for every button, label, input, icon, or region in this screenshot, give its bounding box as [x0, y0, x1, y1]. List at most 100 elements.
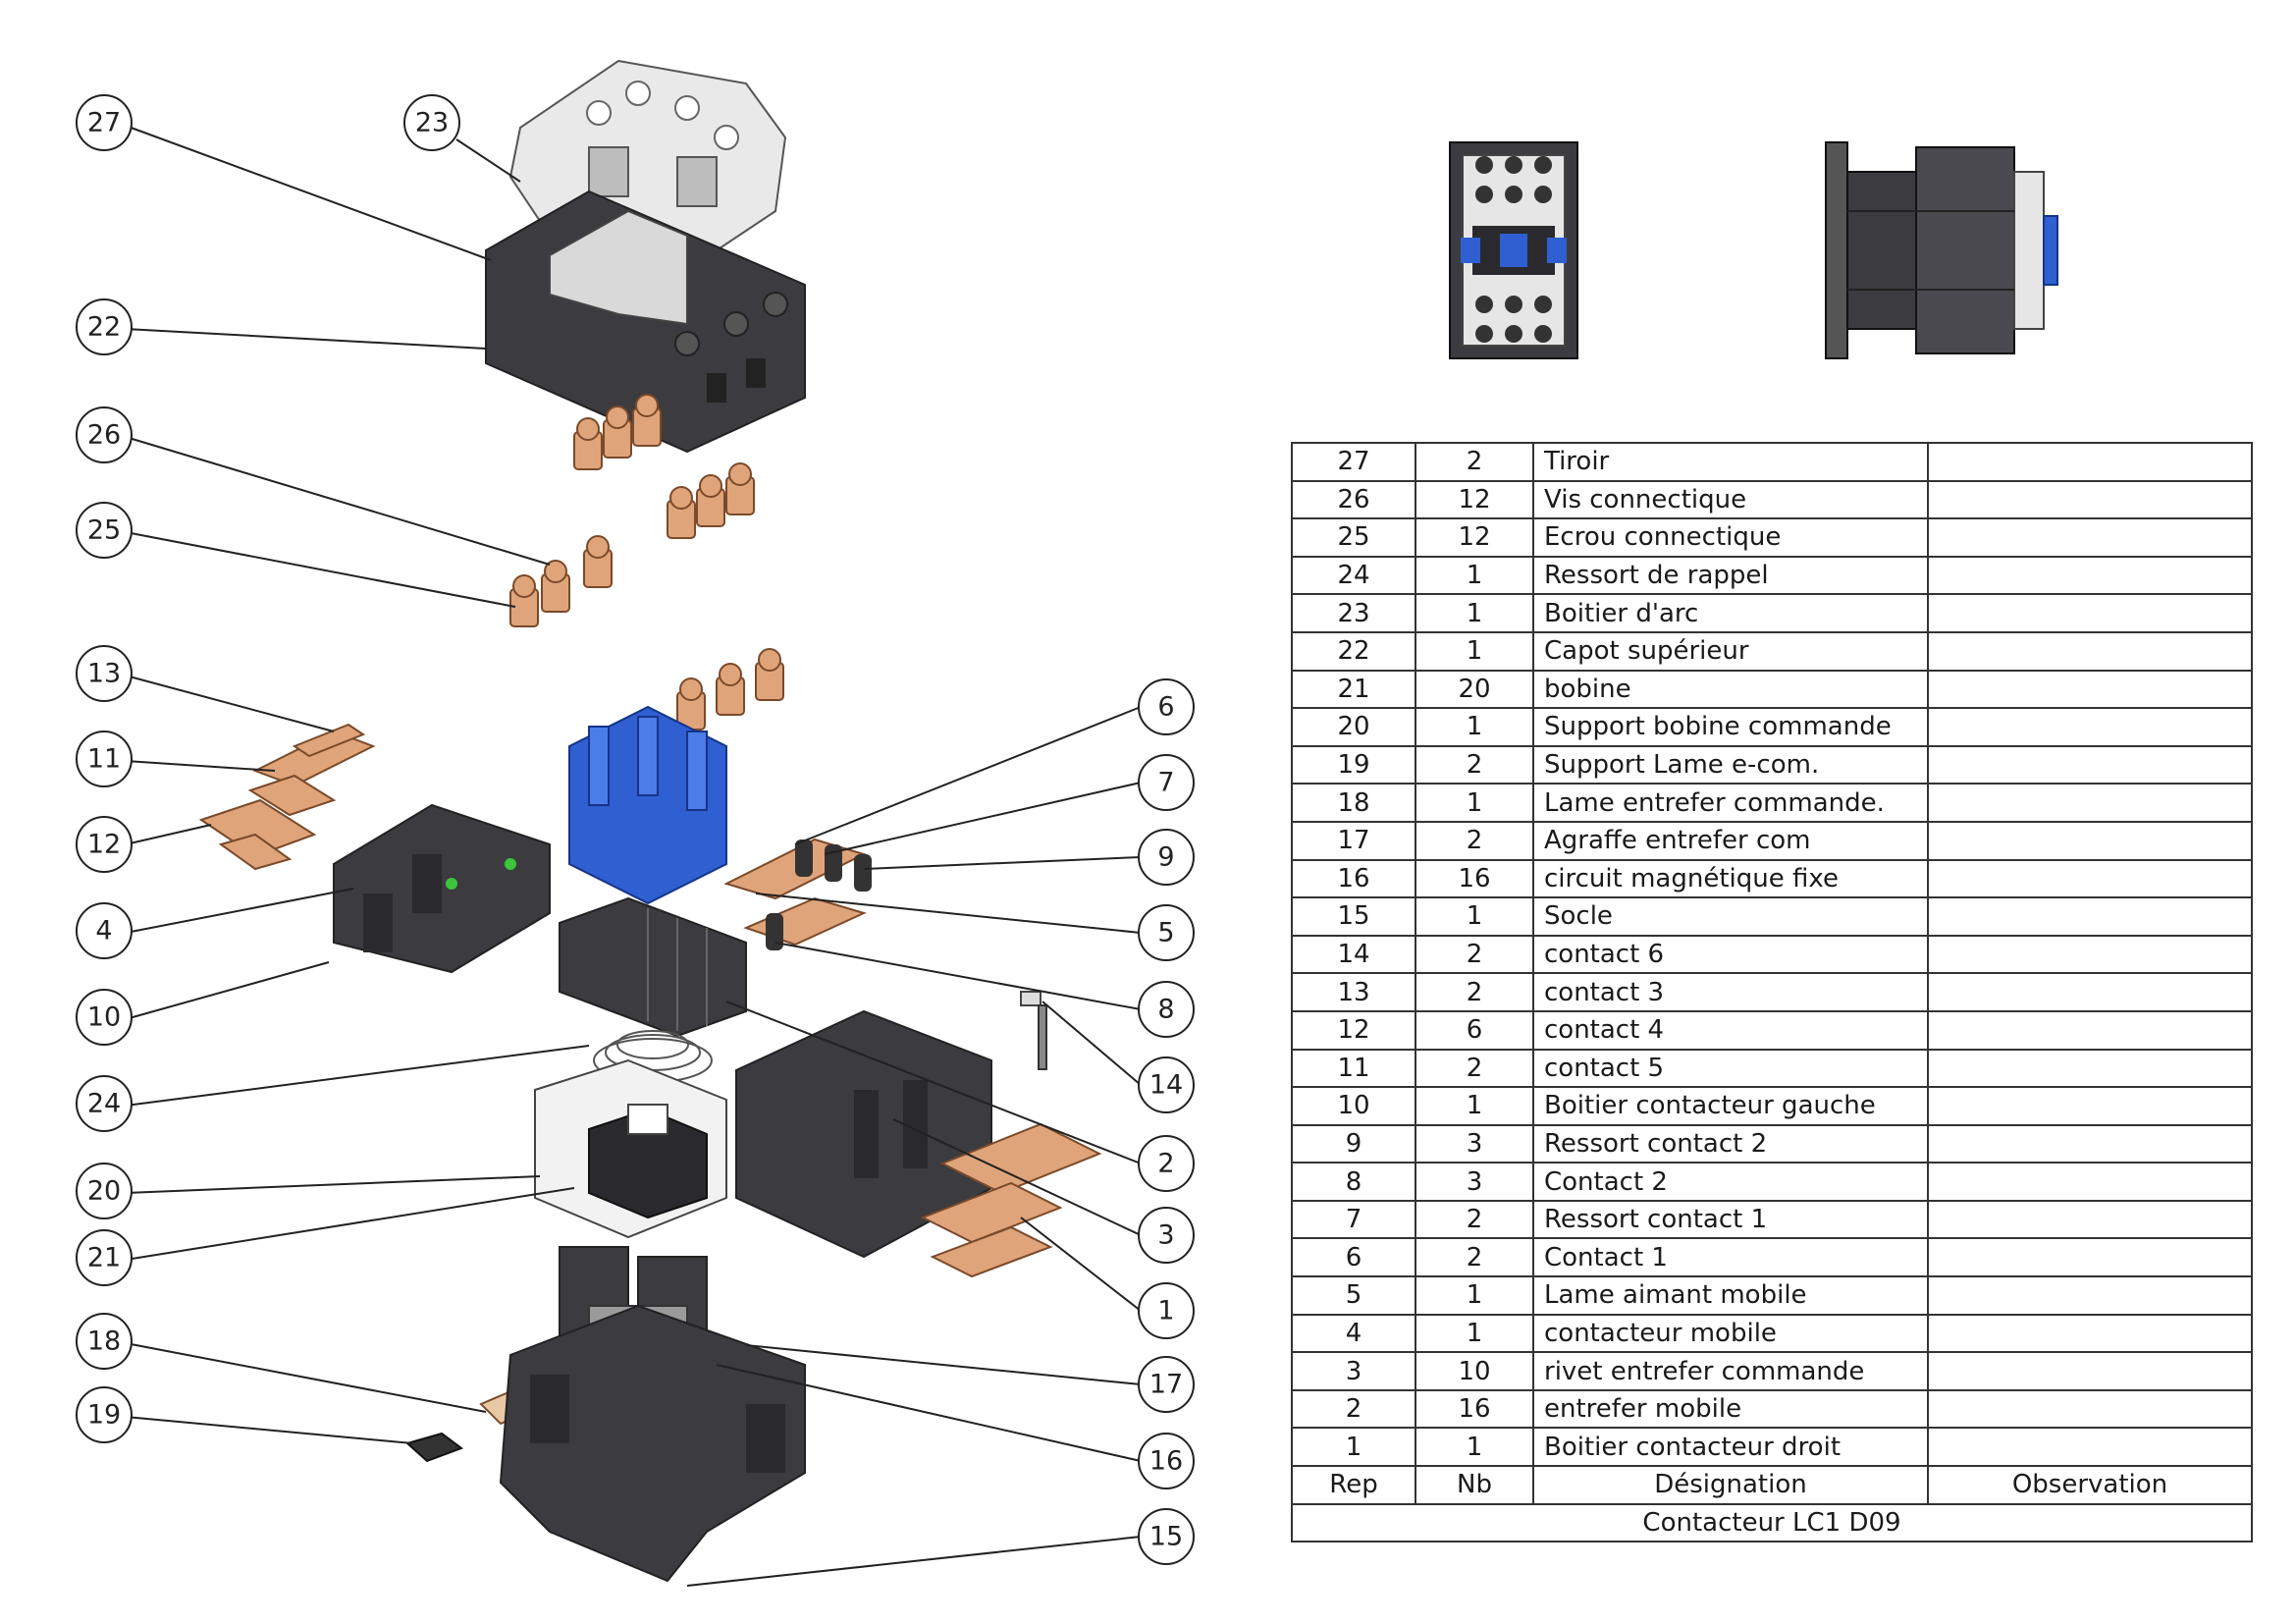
bom-cell-nb: 2: [1415, 1237, 1534, 1278]
balloon: 15: [1138, 1508, 1195, 1565]
bom-cell-designation: entrefer mobile: [1532, 1388, 1929, 1430]
bom-cell-designation: Ecrou connectique: [1532, 517, 1929, 558]
bom-cell-rep: 12: [1291, 1009, 1416, 1051]
bom-cell-rep: 27: [1291, 442, 1416, 482]
svg-text:16: 16: [1149, 1446, 1183, 1477]
bom-cell-nb: 10: [1415, 1351, 1534, 1391]
bom-cell-nb: 1: [1415, 555, 1534, 596]
svg-text:6: 6: [1157, 692, 1174, 723]
bom-cell-observation: [1927, 1123, 2253, 1164]
balloon: 3: [1138, 1207, 1195, 1264]
svg-text:7: 7: [1157, 768, 1174, 798]
bom-cell-designation: Socle: [1532, 896, 1929, 937]
bom-cell-observation: [1927, 555, 2253, 596]
bom-cell-nb: 16: [1415, 858, 1534, 899]
bom-cell-observation: [1927, 820, 2253, 861]
svg-text:22: 22: [87, 312, 121, 343]
bom-cell-designation: contact 6: [1532, 934, 1929, 975]
bom-cell-designation: contact 4: [1532, 1009, 1929, 1051]
bom-cell-designation: Contact 2: [1532, 1162, 1929, 1202]
bom-cell-rep: 26: [1291, 479, 1416, 520]
bom-header-rep: Rep: [1291, 1465, 1416, 1505]
bom-cell-nb: 1: [1415, 1275, 1534, 1316]
svg-text:8: 8: [1157, 995, 1174, 1025]
balloon: 10: [76, 989, 133, 1046]
bom-cell-nb: 1: [1415, 1427, 1534, 1468]
balloon: 5: [1138, 904, 1195, 961]
bom-header-nb: Nb: [1415, 1465, 1534, 1505]
bom-cell-nb: 2: [1415, 744, 1534, 785]
part-mobile-core: [559, 896, 747, 1038]
bom-cell-designation: circuit magnétique fixe: [1532, 858, 1929, 899]
bom-cell-observation: [1927, 669, 2253, 710]
bom-cell-nb: 2: [1415, 442, 1534, 482]
svg-text:18: 18: [87, 1326, 121, 1357]
balloon: 16: [1138, 1433, 1195, 1489]
balloon: 11: [76, 731, 133, 787]
balloon: 13: [76, 645, 133, 702]
bom-cell-observation: [1927, 707, 2253, 747]
bom-cell-observation: [1927, 783, 2253, 823]
side-view: [1825, 141, 2058, 359]
bom-cell-nb: 1: [1415, 1313, 1534, 1354]
bom-cell-nb: 16: [1415, 1388, 1534, 1430]
bom-cell-rep: 20: [1291, 707, 1416, 747]
bom-cell-designation: Capot supérieur: [1532, 630, 1929, 672]
bom-cell-nb: 12: [1415, 479, 1534, 520]
bom-title-row: Contacteur LC1 D09: [1291, 1502, 2253, 1543]
exploded-view-drawing: 27 23 22 26 25 13 11 12 4 10 24 20 21 18…: [76, 59, 1195, 1587]
svg-text:27: 27: [87, 108, 121, 138]
bom-cell-observation: [1927, 593, 2253, 633]
part-contact-springs: [723, 838, 872, 950]
balloon: 12: [76, 816, 133, 873]
bom-cell-observation: [1927, 744, 2253, 785]
bom-cell-rep: 11: [1291, 1048, 1416, 1089]
bom-cell-designation: contact 3: [1532, 972, 1929, 1012]
bom-header-row: Rep Nb Désignation Observation: [1291, 1465, 2253, 1505]
part-contacts-left: [198, 723, 376, 871]
svg-text:5: 5: [1157, 918, 1174, 948]
bom-cell-rep: 7: [1291, 1199, 1416, 1240]
bom-cell-observation: [1927, 1313, 2253, 1354]
bom-header-observation: Observation: [1927, 1465, 2253, 1505]
bom-cell-observation: [1927, 972, 2253, 1012]
bom-cell-nb: 2: [1415, 934, 1534, 975]
balloon: 6: [1138, 678, 1195, 735]
svg-text:19: 19: [87, 1400, 121, 1431]
bom-cell-rep: 18: [1291, 783, 1416, 823]
bom-cell-designation: Boitier contacteur gauche: [1532, 1086, 1929, 1126]
bom-cell-nb: 3: [1415, 1123, 1534, 1164]
bom-cell-observation: [1927, 517, 2253, 558]
bom-cell-designation: contacteur mobile: [1532, 1313, 1929, 1354]
svg-text:24: 24: [87, 1089, 121, 1119]
bom-cell-nb: 1: [1415, 1086, 1534, 1126]
svg-text:23: 23: [415, 108, 449, 138]
balloon: 27: [76, 94, 133, 151]
bom-cell-observation: [1927, 934, 2253, 975]
bom-cell-rep: 22: [1291, 630, 1416, 672]
bom-cell-observation: [1927, 1351, 2253, 1391]
bom-cell-designation: Lame aimant mobile: [1532, 1275, 1929, 1316]
bom-cell-designation: Contact 1: [1532, 1237, 1929, 1278]
bom-cell-designation: rivet entrefer commande: [1532, 1351, 1929, 1391]
bom-cell-nb: 12: [1415, 517, 1534, 558]
bom-cell-rep: 5: [1291, 1275, 1416, 1316]
svg-text:10: 10: [87, 1002, 121, 1033]
svg-text:9: 9: [1157, 842, 1174, 873]
bom-cell-observation: [1927, 479, 2253, 520]
balloon: 24: [76, 1075, 133, 1132]
bom-cell-rep: 9: [1291, 1123, 1416, 1164]
balloon: 2: [1138, 1135, 1195, 1192]
bom-cell-nb: 6: [1415, 1009, 1534, 1051]
